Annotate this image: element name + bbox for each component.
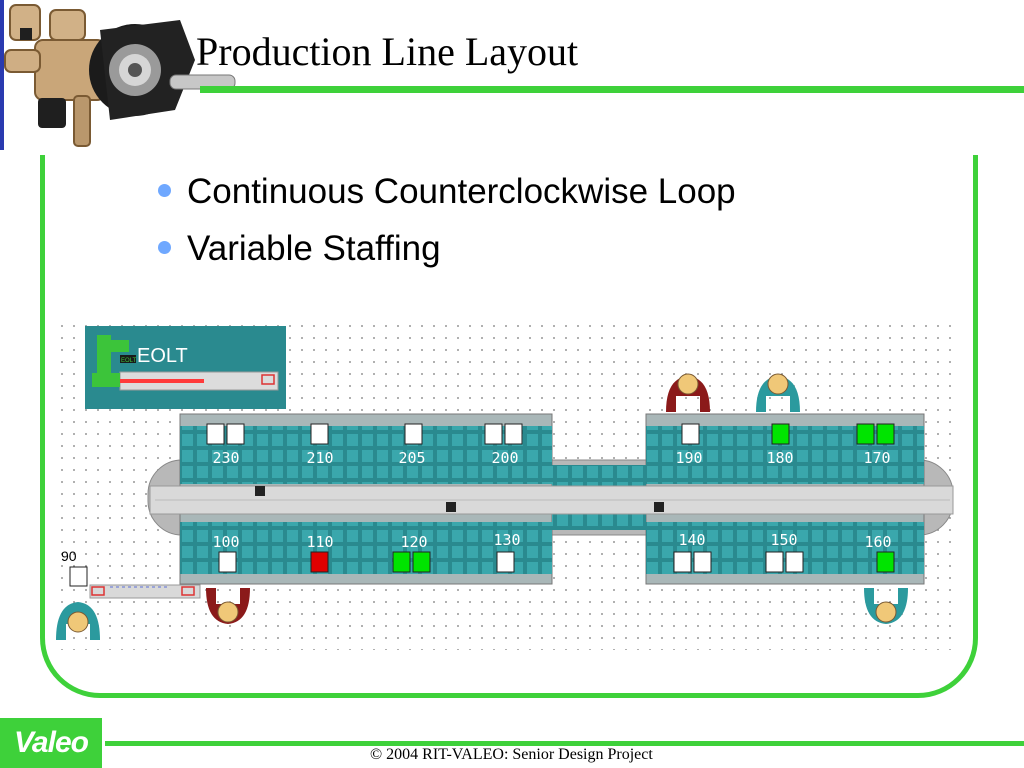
content-frame <box>40 155 978 698</box>
bullet-dot-icon <box>158 184 171 198</box>
station-label: 160 <box>864 533 891 551</box>
operator-icon <box>666 373 710 412</box>
fixture-empty <box>681 423 700 445</box>
station-label: 100 <box>212 533 239 551</box>
footer-divider <box>105 741 1024 746</box>
station-label: 200 <box>491 449 518 467</box>
station-label: 120 <box>400 533 427 551</box>
fixtures <box>206 423 895 573</box>
fixture-active <box>771 423 790 445</box>
footer-copyright: © 2004 RIT-VALEO: Senior Design Project <box>370 746 653 763</box>
fixture-active <box>392 551 411 573</box>
station-label: 130 <box>493 531 520 549</box>
fixture-empty <box>484 423 503 445</box>
fixture-empty <box>206 423 225 445</box>
fixture-empty <box>404 423 423 445</box>
station-label: 190 <box>675 449 702 467</box>
bullet-dot-icon <box>158 241 171 255</box>
fixture-empty <box>785 551 804 573</box>
operator-icon <box>206 588 250 624</box>
station-labels-bottom: 100 110 120 130 140 150 160 <box>212 531 891 551</box>
bullet-text: Continuous Counterclockwise Loop <box>187 172 736 211</box>
station-label: 210 <box>306 449 333 467</box>
station-label: 140 <box>678 531 705 549</box>
product-photo-icon <box>0 0 236 150</box>
fixture-empty <box>673 551 692 573</box>
fixture-fault <box>310 551 329 573</box>
fixture-empty <box>765 551 784 573</box>
station-label: 205 <box>398 449 425 467</box>
station-90-label: 90 <box>61 548 77 564</box>
bullet-item: Continuous Counterclockwise Loop <box>158 172 736 212</box>
fixture-empty <box>693 551 712 573</box>
title-divider <box>200 86 1024 93</box>
fixture-active <box>876 423 895 445</box>
fixture-empty <box>504 423 523 445</box>
station-label: 180 <box>766 449 793 467</box>
bullet-item: Variable Staffing <box>158 229 441 269</box>
station-label: 170 <box>863 449 890 467</box>
station-label: 230 <box>212 449 239 467</box>
station-label: 150 <box>770 531 797 549</box>
fixture-active <box>412 551 431 573</box>
station-90[interactable]: 90 <box>61 548 201 599</box>
conveyor-loop <box>147 413 954 585</box>
production-line-diagram: EOLT EOLT 230 210 205 200 190 180 170 10… <box>55 320 960 650</box>
fixture-empty <box>310 423 329 445</box>
station-label: 110 <box>306 533 333 551</box>
fixture-active <box>856 423 875 445</box>
slide-title: Production Line Layout <box>196 29 579 74</box>
fixture-empty <box>218 551 237 573</box>
valeo-logo: Valeo <box>0 718 102 768</box>
operator-icon <box>756 373 800 412</box>
fixture-empty <box>496 551 515 573</box>
fixture-empty <box>226 423 245 445</box>
eolt-station[interactable]: EOLT EOLT <box>85 326 286 409</box>
bullet-text: Variable Staffing <box>187 229 441 268</box>
operator-icon <box>864 588 908 624</box>
station-labels-top: 230 210 205 200 190 180 170 <box>212 449 890 467</box>
fixture-active <box>876 551 895 573</box>
eolt-label: EOLT <box>137 345 188 367</box>
eolt-badge: EOLT <box>121 358 137 364</box>
operator-icon <box>56 602 100 640</box>
